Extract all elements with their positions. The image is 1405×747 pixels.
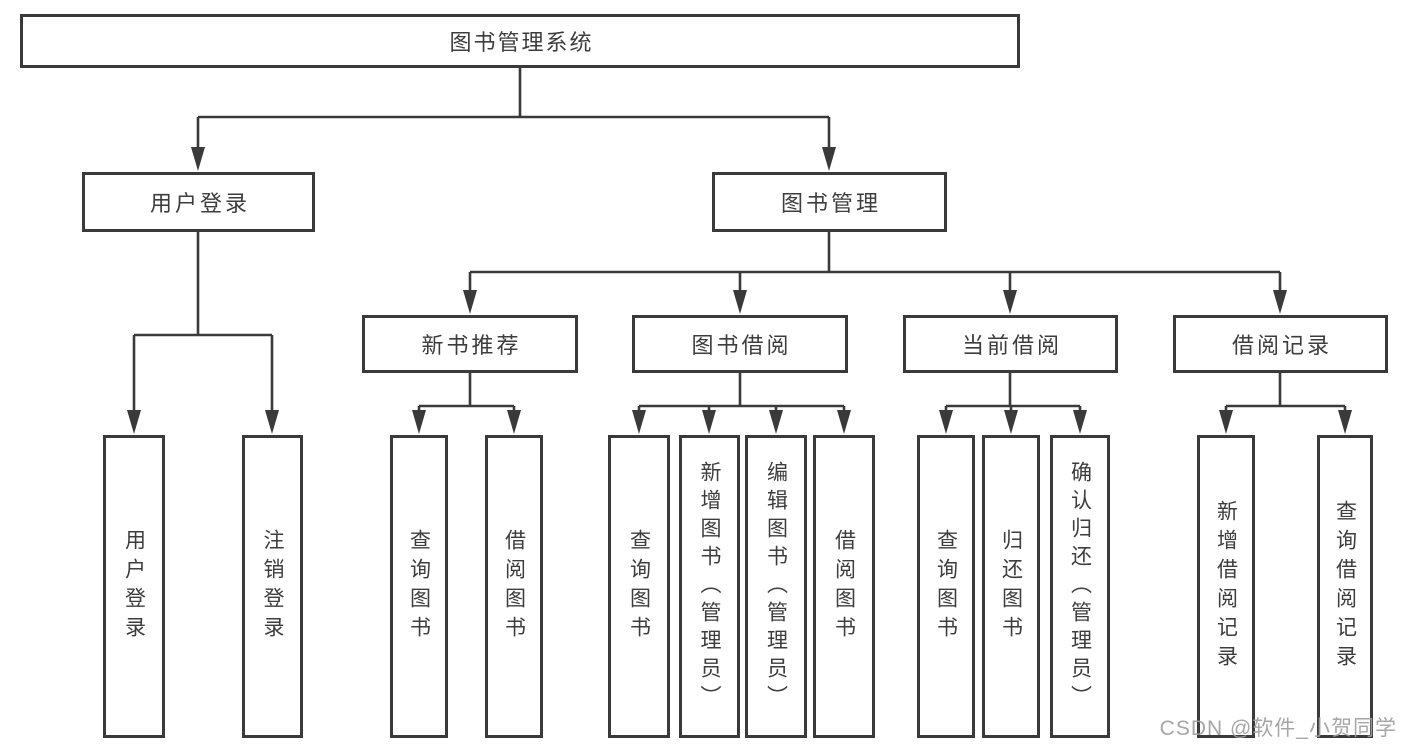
node-leaf-user-login: 用户登录: [103, 435, 165, 738]
node-leaf-cb-confirm-return-admin: 确认归还（管理员）: [1050, 435, 1110, 738]
node-leaf-nbr-query-books: 查询图书: [390, 435, 448, 738]
node-root: 图书管理系统: [20, 14, 1020, 68]
node-leaf-bb-edit-books-admin: 编辑图书（管理员）: [745, 435, 807, 738]
node-leaf-cb-return-books: 归还图书: [982, 435, 1040, 738]
node-leaf-cb-return-books-label: 归还图书: [999, 528, 1023, 645]
node-leaf-bb-borrow-books: 借阅图书: [813, 435, 875, 738]
node-leaf-br-add-record-label: 新增借阅记录: [1214, 499, 1238, 674]
node-leaf-br-add-record: 新增借阅记录: [1197, 435, 1255, 738]
node-leaf-bb-query-books-label: 查询图书: [627, 528, 651, 645]
node-book-management: 图书管理: [712, 172, 947, 232]
node-leaf-bb-edit-books-admin-label: 编辑图书（管理员）: [764, 460, 788, 713]
node-book-borrowing-label: 图书借阅: [691, 333, 792, 358]
node-user-login: 用户登录: [82, 172, 315, 232]
node-new-book-recommend: 新书推荐: [362, 315, 578, 373]
node-leaf-nbr-borrow-books-label: 借阅图书: [502, 528, 526, 645]
node-leaf-cb-query-books: 查询图书: [917, 435, 975, 738]
node-leaf-nbr-borrow-books: 借阅图书: [485, 435, 543, 738]
node-book-management-label: 图书管理: [780, 191, 881, 216]
node-borrowing-records: 借阅记录: [1173, 315, 1388, 373]
node-leaf-bb-add-books-admin-label: 新增图书（管理员）: [698, 460, 721, 713]
node-leaf-bb-add-books-admin: 新增图书（管理员）: [679, 435, 740, 738]
node-leaf-br-query-record-label: 查询借阅记录: [1333, 499, 1357, 674]
node-book-borrowing: 图书借阅: [632, 315, 848, 373]
node-leaf-cb-query-books-label: 查询图书: [934, 528, 958, 645]
node-leaf-logout: 注销登录: [242, 435, 303, 738]
node-root-label: 图书管理系统: [449, 30, 594, 55]
node-borrowing-records-label: 借阅记录: [1231, 333, 1332, 358]
node-current-borrowing-label: 当前借阅: [961, 333, 1062, 358]
node-leaf-bb-query-books: 查询图书: [608, 435, 670, 738]
node-leaf-nbr-query-books-label: 查询图书: [407, 528, 431, 645]
node-current-borrowing: 当前借阅: [903, 315, 1118, 373]
node-leaf-logout-label: 注销登录: [261, 528, 284, 645]
node-leaf-user-login-label: 用户登录: [122, 528, 146, 645]
node-leaf-cb-confirm-return-admin-label: 确认归还（管理员）: [1068, 460, 1092, 713]
node-user-login-label: 用户登录: [149, 191, 250, 216]
node-leaf-br-query-record: 查询借阅记录: [1317, 435, 1373, 738]
watermark: CSDN @软件_小贺同学: [1159, 717, 1397, 740]
node-leaf-bb-borrow-books-label: 借阅图书: [832, 528, 856, 645]
node-new-book-recommend-label: 新书推荐: [421, 333, 522, 358]
